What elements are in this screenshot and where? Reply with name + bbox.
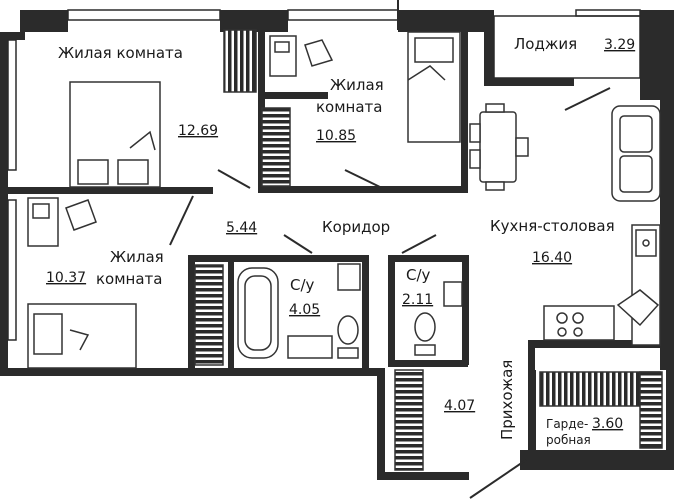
- room-name-living-1: Жилая комната: [58, 44, 183, 62]
- bed-icon: [69, 81, 161, 188]
- wardrobe-hall: [394, 369, 424, 471]
- room-name-corridor: Коридор: [322, 218, 390, 236]
- room-name-loggia: Лоджия: [514, 35, 577, 53]
- room-area-living-3: 10.37: [46, 270, 86, 286]
- room-area-bath-2: 2.11: [402, 292, 433, 308]
- room-name-living-2: Жилая: [330, 76, 384, 94]
- room-area-living-2: 10.85: [316, 128, 356, 144]
- wardrobe-living-2: [261, 107, 291, 187]
- bathtub-icon: [237, 267, 279, 359]
- walls: [0, 10, 674, 480]
- furniture: [27, 29, 663, 471]
- room-area-hallway: 4.07: [444, 398, 475, 414]
- room-name-bath-2: С/у: [406, 266, 431, 284]
- room-name-wardrobe-line2: робная: [546, 433, 591, 447]
- door-swings: [169, 0, 611, 499]
- sink-icon: [287, 263, 361, 359]
- bed-icon: [27, 303, 137, 369]
- room-area-kitchen: 16.40: [532, 250, 572, 266]
- bed-icon: [407, 31, 461, 143]
- room-area-wardrobe: 3.60: [592, 416, 623, 432]
- room-name-hallway: Прихожая: [498, 360, 516, 440]
- room-area-bath-1: 4.05: [289, 302, 320, 318]
- sofa-icon: [611, 105, 661, 202]
- desk-chair-icon: [27, 197, 97, 247]
- wardrobe-room-side: [639, 371, 663, 449]
- loggia-outline: [493, 15, 641, 79]
- sink-icon: [443, 281, 463, 307]
- room-name-living-3-line2: комната: [96, 270, 162, 288]
- room-labels: Жилая комната 12.69 Жилая комната 10.85 …: [46, 35, 635, 447]
- kitchen-counter: [543, 224, 661, 346]
- wardrobe-living-1: [223, 29, 257, 93]
- room-name-kitchen: Кухня-столовая: [490, 217, 615, 235]
- room-name-living-3: Жилая: [110, 248, 164, 266]
- room-area-loggia: 3.29: [604, 37, 635, 53]
- toilet-icon: [414, 312, 436, 356]
- dining-table-icon: [469, 103, 529, 191]
- toilet-icon: [337, 315, 359, 359]
- wardrobe-bath: [194, 264, 224, 366]
- room-area-living-1: 12.69: [178, 123, 218, 139]
- room-name-bath-1: С/у: [290, 276, 315, 294]
- room-name-living-2-line2: комната: [316, 98, 382, 116]
- room-area-corridor: 5.44: [226, 220, 257, 236]
- room-name-wardrobe: Гарде-: [546, 417, 588, 431]
- desk-chair-icon: [269, 35, 334, 77]
